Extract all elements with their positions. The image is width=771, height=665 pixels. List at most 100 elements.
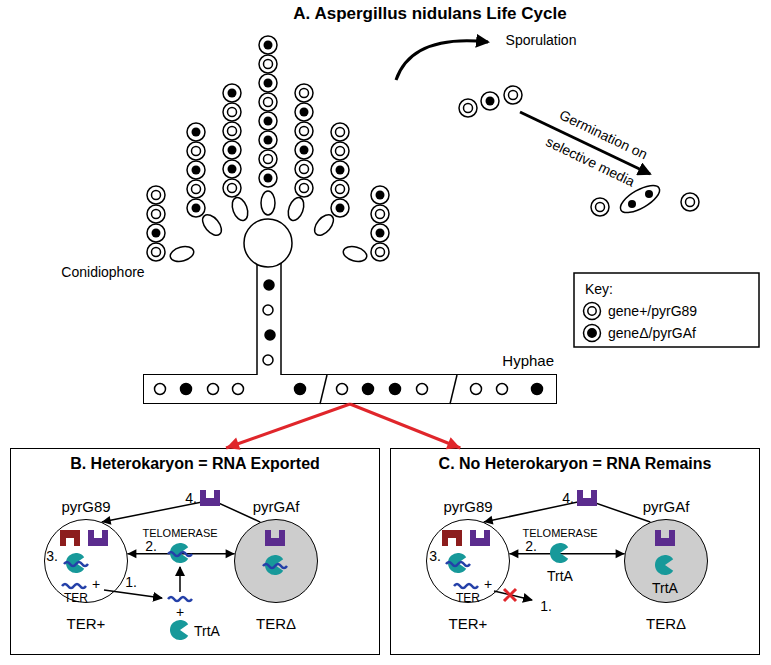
part-label: TrtA — [194, 623, 220, 639]
conidium — [147, 243, 165, 261]
conidium — [147, 205, 165, 223]
connector-arrow — [102, 500, 261, 525]
node-heading: B. Heterokaryon = RNA Exported — [11, 455, 379, 473]
conidium — [223, 84, 241, 102]
phialide — [169, 244, 196, 264]
conidium — [504, 86, 522, 104]
conidium — [223, 179, 241, 197]
legend-row: gene+/pyrG89 — [582, 301, 697, 321]
conidium — [259, 131, 277, 149]
nucleus-dot — [628, 200, 636, 208]
stalk-wall — [256, 262, 258, 375]
legend-sample-inner — [588, 329, 596, 337]
phialide — [285, 195, 306, 222]
connector-arrow — [350, 404, 460, 449]
legend-text: gene+/pyrG89 — [608, 303, 697, 319]
phialide — [311, 211, 337, 238]
conidium — [371, 205, 389, 223]
conidium — [331, 142, 349, 160]
plus-sign: + — [484, 576, 492, 592]
conidium — [223, 141, 241, 159]
key-heading: Key: — [585, 281, 613, 297]
stalk-wall — [280, 262, 282, 375]
process-label: Sporulation — [506, 32, 577, 48]
connector-line — [350, 404, 460, 448]
callout-number: 3. — [429, 548, 441, 564]
connector-arrow — [484, 500, 651, 525]
part-label: TrtA — [547, 568, 573, 584]
node-subheading: TER+ — [5, 615, 167, 632]
connector-line — [127, 553, 234, 555]
legend-sample-outer — [584, 303, 601, 320]
hyphae-band: Hyphae — [143, 374, 557, 404]
node-heading: pyrGAf — [195, 498, 357, 515]
phialide — [199, 211, 225, 238]
part-label: TELOMERASE — [142, 527, 217, 540]
stalk-fill — [257, 258, 281, 377]
process-label: Germination on selective media — [531, 95, 663, 200]
arrow-head — [446, 437, 460, 449]
callout-number: 3. — [46, 548, 58, 564]
phialide — [261, 191, 275, 215]
connector-arrow — [127, 549, 234, 558]
node-heading: Hyphae — [502, 352, 554, 369]
connector-arrow — [509, 549, 624, 558]
callout-number: 2. — [525, 538, 537, 554]
conidium — [459, 99, 477, 117]
conidium — [223, 122, 241, 140]
callout-number: 4. — [185, 490, 197, 506]
panel-box: C. No Heterokaryon = RNA RemainspyrG89TE… — [390, 448, 760, 655]
conidium — [259, 112, 277, 130]
conidium — [591, 198, 609, 216]
conidium — [295, 179, 313, 197]
conidium — [295, 141, 313, 159]
node-heading: C. No Heterokaryon = RNA Remains — [391, 455, 759, 473]
conidium — [259, 93, 277, 111]
connector-arrow — [226, 404, 350, 450]
conidium — [187, 123, 205, 141]
arrow-head — [226, 438, 240, 450]
conidium — [371, 224, 389, 242]
legend-text: geneΔ/pyrGAf — [608, 325, 696, 341]
nucleus-dot — [645, 190, 653, 198]
conidium — [295, 84, 313, 102]
vesicle — [244, 219, 292, 267]
phialide — [342, 244, 369, 264]
plus-sign: + — [92, 576, 100, 592]
legend-sample — [582, 323, 602, 343]
conidium — [187, 161, 205, 179]
conidium — [295, 103, 313, 121]
callout-number: 1. — [540, 598, 552, 614]
nucleus-dot — [265, 330, 275, 340]
connector-line — [509, 553, 624, 555]
connector-line — [484, 500, 651, 522]
callout-number: 2. — [145, 538, 157, 554]
connector-line — [226, 404, 350, 448]
arrow-head — [484, 516, 494, 525]
conidium — [187, 180, 205, 198]
conidium — [331, 180, 349, 198]
part-label: TELOMERASE — [522, 527, 597, 540]
phialide — [229, 195, 250, 222]
part-label: Conidiophore — [61, 264, 144, 280]
conidium — [481, 92, 499, 110]
conidium — [371, 186, 389, 204]
arrow-head — [102, 516, 112, 525]
callout-number: 1. — [125, 574, 137, 590]
connector-line — [102, 500, 261, 522]
arrow-head — [616, 549, 625, 558]
part-label: TER — [456, 592, 480, 606]
nucleus-dot — [263, 305, 273, 315]
arrow-head — [127, 549, 136, 558]
figure-title: A. Aspergillus nidulans Life Cycle — [215, 4, 645, 24]
conidium — [259, 36, 277, 54]
key-box — [574, 273, 759, 347]
sporulation-arrow — [396, 41, 488, 80]
arrow-head — [509, 549, 518, 558]
conidium — [187, 142, 205, 160]
nucleus-dot — [264, 280, 274, 290]
conidium — [259, 169, 277, 187]
conidium — [371, 243, 389, 261]
plus-sign: + — [176, 604, 184, 620]
